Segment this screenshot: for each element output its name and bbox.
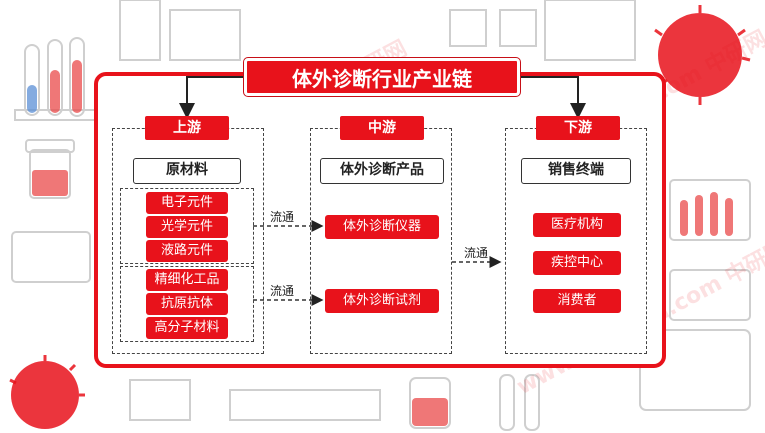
terminal-item: 疾控中心 xyxy=(533,251,621,275)
terminal-item: 消费者 xyxy=(533,289,621,313)
page-title: 体外诊断行业产业链 xyxy=(244,58,520,96)
material-item: 电子元件 xyxy=(146,192,228,214)
upstream-group-2 xyxy=(120,266,254,342)
downstream-header: 下游 xyxy=(536,116,620,140)
terminal-item: 医疗机构 xyxy=(533,213,621,237)
upstream-sub-label: 原材料 xyxy=(133,158,241,184)
product-item: 体外诊断仪器 xyxy=(325,215,439,239)
upstream-group-1 xyxy=(120,188,254,264)
upstream-header: 上游 xyxy=(145,116,229,140)
flow-label-2: 流通 xyxy=(270,284,295,298)
product-item: 体外诊断试剂 xyxy=(325,289,439,313)
flow-label-1: 流通 xyxy=(270,210,295,224)
material-item: 光学元件 xyxy=(146,216,228,238)
material-item: 抗原抗体 xyxy=(146,293,228,315)
midstream-header: 中游 xyxy=(340,116,424,140)
midstream-sub-label: 体外诊断产品 xyxy=(320,158,444,184)
material-item: 精细化工品 xyxy=(146,269,228,291)
downstream-sub-label: 销售终端 xyxy=(521,158,631,184)
material-item: 高分子材料 xyxy=(146,317,228,339)
material-item: 液路元件 xyxy=(146,240,228,262)
flow-label-3: 流通 xyxy=(464,246,489,260)
